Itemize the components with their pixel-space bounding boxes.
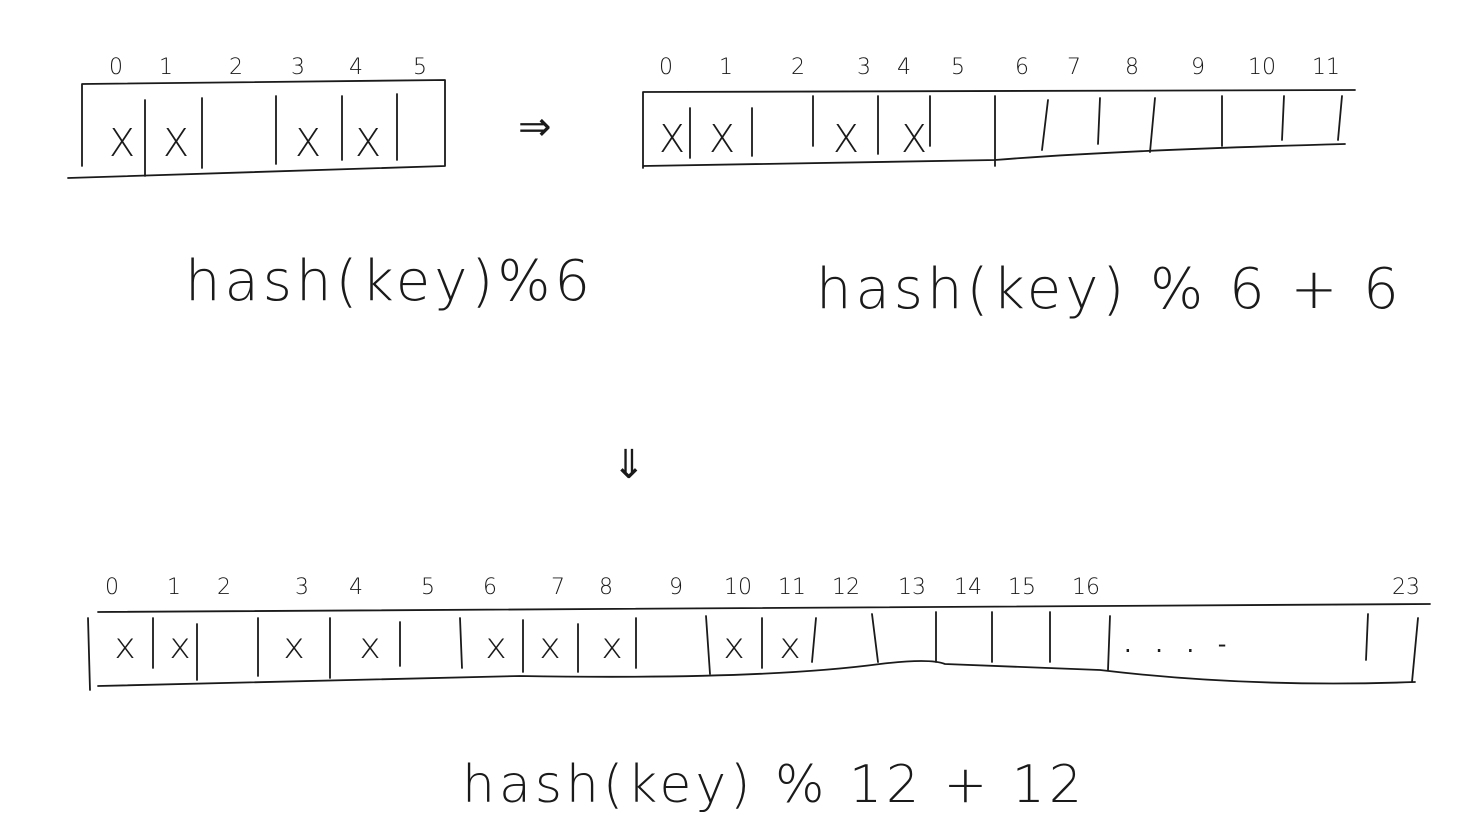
array-24-occupied-mark: x: [485, 626, 506, 667]
array-6-index-label: 5: [413, 55, 427, 80]
array-24-occupied-mark: x: [723, 626, 744, 667]
array-6-occupied-mark: X: [163, 121, 189, 165]
array-24-index-label: 16: [1072, 575, 1100, 600]
array-12-outline: [642, 89, 1356, 169]
array-24-index-label: 12: [832, 575, 860, 600]
formula-mod-6: hash(key)%6: [185, 249, 594, 314]
array-24-ellipsis: . . . -: [1124, 630, 1234, 658]
array-24-index-label: 2: [217, 575, 231, 600]
array-12-index-label: 11: [1312, 55, 1340, 80]
array-24-index-label: 9: [669, 575, 683, 600]
array-6-index-label: 2: [229, 55, 243, 80]
array-24-index-label: 23: [1392, 575, 1420, 600]
array-24-occupied-mark: x: [779, 626, 800, 667]
array-12-occupied-mark: X: [833, 117, 859, 161]
array-6-index-label: 4: [349, 55, 363, 80]
array-24-occupied-mark: x: [539, 626, 560, 667]
array-24-index-label: 10: [724, 575, 752, 600]
array-24-index-label: 0: [105, 575, 119, 600]
array-24-index-label: 6: [483, 575, 497, 600]
array-12-occupied-mark: X: [901, 117, 927, 161]
array-24-occupied-mark: x: [114, 626, 135, 667]
array-24-outline: [87, 603, 1431, 691]
array-6-index-label: 3: [291, 55, 305, 80]
array-12-index-label: 1: [719, 55, 733, 80]
array-24-index-label: 11: [778, 575, 806, 600]
array-12-indices: 0 1 2 3 4 5 6 7 8 9 10 11: [659, 55, 1340, 80]
array-6-outline: [67, 79, 446, 179]
array-24-occupied-mark: x: [601, 626, 622, 667]
array-24-index-label: 1: [167, 575, 181, 600]
array-6-dividers: [144, 93, 398, 177]
array-6-occupied-mark: X: [355, 121, 381, 165]
array-24-index-label: 7: [551, 575, 565, 600]
array-12-index-label: 8: [1125, 55, 1139, 80]
array-12-index-label: 10: [1248, 55, 1276, 80]
array-12-index-label: 2: [791, 55, 805, 80]
array-24-index-label: 14: [954, 575, 982, 600]
array-24-index-label: 13: [898, 575, 926, 600]
array-12-dividers: [689, 95, 1343, 167]
array-12-index-label: 4: [897, 55, 911, 80]
array-6-indices: 0 1 2 3 4 5: [109, 55, 427, 80]
array-24-dividers: [152, 611, 1369, 681]
array-12-index-label: 6: [1015, 55, 1029, 80]
array-12-occupied-mark: X: [659, 117, 685, 161]
array-24-occupied-mark: x: [169, 626, 190, 667]
formula-mod-12-plus-12: hash(key) % 12 + 12: [462, 755, 1086, 815]
array-24-occupied-mark: x: [283, 626, 304, 667]
down-arrow-icon: ⇓: [612, 442, 646, 488]
array-12-index-label: 9: [1191, 55, 1205, 80]
array-24-index-label: 3: [295, 575, 309, 600]
array-24-index-label: 8: [599, 575, 613, 600]
array-24-index-label: 4: [349, 575, 363, 600]
array-24-index-label: 5: [421, 575, 435, 600]
array-6-occupied-mark: X: [295, 121, 321, 165]
array-12-index-label: 0: [659, 55, 673, 80]
array-24-index-label: 15: [1008, 575, 1036, 600]
array-6-index-label: 1: [159, 55, 173, 80]
right-arrow-icon: ⇒: [518, 104, 552, 150]
array-12-occupied-mark: X: [709, 117, 735, 161]
array-6-index-label: 0: [109, 55, 123, 80]
formula-mod-6-plus-6: hash(key) % 6 + 6: [816, 257, 1403, 322]
array-6-occupied-mark: X: [109, 121, 135, 165]
array-12-index-label: 5: [951, 55, 965, 80]
array-12-index-label: 7: [1067, 55, 1081, 80]
array-12-index-label: 3: [857, 55, 871, 80]
array-24-occupied-mark: x: [359, 626, 380, 667]
